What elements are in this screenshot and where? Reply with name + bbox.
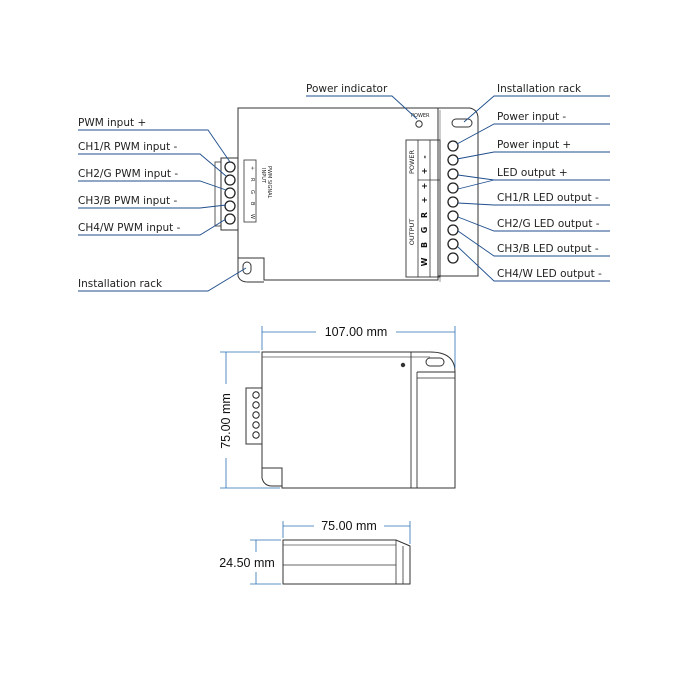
- callout-installation-rack-bottom: Installation rack: [78, 278, 163, 290]
- input-terminal-w: W: [249, 214, 255, 219]
- callout-ch4-led-output-neg: CH4/W LED output -: [497, 268, 602, 280]
- terminal-label-out-pos-1: +: [420, 183, 429, 190]
- callout-ch4-pwm-input-neg: CH4/W PWM input -: [78, 222, 181, 234]
- screw-pwm-g: [224, 187, 236, 199]
- leader-power-indicator: [306, 95, 418, 120]
- callout-power-input-neg: Power input -: [497, 111, 566, 123]
- callout-pwm-input-pos: PWM input +: [78, 117, 146, 129]
- front-view-body: [261, 351, 456, 489]
- callout-ch2-led-output-neg: CH2/G LED output -: [497, 218, 600, 230]
- leader-ch1-pwm: [78, 153, 227, 177]
- installation-rack-bottom-slot: [242, 261, 252, 275]
- device-top-view: POWER POWER OUTPUT - + + + R G B W: [214, 107, 479, 283]
- front-view-rack-slot: [425, 357, 445, 367]
- leader-installation-rack-top: [463, 95, 610, 123]
- screw-led-r: [447, 196, 459, 208]
- screw-power-neg: [447, 140, 459, 152]
- callout-ch3-led-output-neg: CH3/B LED output -: [497, 243, 599, 255]
- leader-led-output-pos-b: [457, 179, 495, 190]
- screw-pwm-r: [224, 174, 236, 186]
- leader-ch3-pwm: [78, 204, 227, 209]
- callout-ch2-pwm-input-neg: CH2/G PWM input -: [78, 168, 178, 180]
- front-view-led-icon: [400, 362, 406, 368]
- input-terminal-r: R: [249, 178, 255, 182]
- leader-ch3-led: [457, 230, 610, 257]
- leader-power-input-pos: [456, 151, 610, 160]
- installation-rack-bottom: [237, 258, 264, 283]
- top-callouts: Power indicator: [306, 83, 388, 95]
- right-callouts: Installation rack Power input - Power in…: [497, 83, 602, 280]
- screw-led-g: [447, 210, 459, 222]
- installation-rack-top-slot: [451, 118, 473, 128]
- dim-width-label: 107.00 mm: [325, 325, 388, 339]
- screw-led-b: [447, 224, 459, 236]
- terminal-label-out-g: G: [420, 227, 429, 234]
- leader-ch2-led: [457, 216, 610, 232]
- callout-power-indicator: Power indicator: [306, 83, 388, 95]
- callout-led-output-pos: LED output +: [497, 167, 568, 179]
- leader-lines: [78, 95, 610, 292]
- leader-installation-rack-bottom: [78, 267, 247, 292]
- input-terminal-g: G: [249, 190, 255, 194]
- terminal-label-out-w: W: [420, 257, 429, 266]
- callout-ch1-pwm-input-neg: CH1/R PWM input -: [78, 141, 178, 153]
- input-label-strip: [243, 159, 257, 223]
- screw-pwm-b: [224, 200, 236, 212]
- leader-ch4-led: [457, 246, 610, 282]
- input-block-label-1: INPUT: [260, 168, 266, 184]
- terminal-label-out-b: B: [420, 242, 429, 248]
- power-led-icon: [415, 120, 423, 128]
- screw-led-pos-1: [447, 168, 459, 180]
- right-terminal-housing: [438, 107, 479, 277]
- side-view-body: [282, 539, 411, 585]
- input-block-label-2: PWM SIGNAL: [266, 166, 272, 199]
- input-terminal-b: B: [249, 202, 255, 206]
- screw-led-extra: [447, 252, 459, 264]
- leader-pwm-input-pos: [78, 129, 231, 163]
- leader-power-input-neg: [456, 123, 610, 145]
- right-terminal-screws: [447, 140, 459, 264]
- input-terminal-plus: +: [249, 166, 255, 170]
- front-view-terminal-block: [245, 387, 263, 445]
- dim-height-label: 75.00 mm: [219, 393, 233, 449]
- screw-power-pos: [447, 154, 459, 166]
- screw-led-w: [447, 238, 459, 250]
- left-callouts: PWM input + CH1/R PWM input - CH2/G PWM …: [78, 117, 181, 290]
- leader-ch2-pwm: [78, 180, 227, 191]
- terminal-label-power-pos: +: [420, 168, 429, 175]
- dimension-view-side: 75.00 mm 24.50 mm: [219, 519, 411, 585]
- terminal-label-out-r: R: [420, 212, 429, 218]
- screw-pwm-w: [224, 213, 236, 225]
- dim-depth-label: 75.00 mm: [321, 519, 377, 533]
- power-section-label: POWER: [408, 149, 416, 174]
- right-label-strip: [405, 139, 441, 278]
- leader-ch1-led: [457, 202, 610, 206]
- power-led-text: POWER: [411, 113, 430, 119]
- leader-ch4-pwm: [78, 218, 227, 236]
- output-section-label: OUTPUT: [408, 219, 416, 246]
- dimension-view-front: 107.00 mm 75.00 mm: [219, 325, 456, 489]
- callout-ch1-led-output-neg: CH1/R LED output -: [497, 192, 599, 204]
- left-terminal-screws: [224, 161, 236, 225]
- screw-pwm-pos: [224, 161, 236, 173]
- callout-ch3-pwm-input-neg: CH3/B PWM input -: [78, 195, 177, 207]
- screw-led-pos-2: [447, 182, 459, 194]
- terminal-label-power-neg: -: [420, 155, 429, 158]
- terminal-label-out-pos-2: +: [420, 197, 429, 204]
- callout-power-input-pos: Power input +: [497, 139, 571, 151]
- dim-thickness-label: 24.50 mm: [219, 556, 275, 570]
- callout-installation-rack-top: Installation rack: [497, 83, 582, 95]
